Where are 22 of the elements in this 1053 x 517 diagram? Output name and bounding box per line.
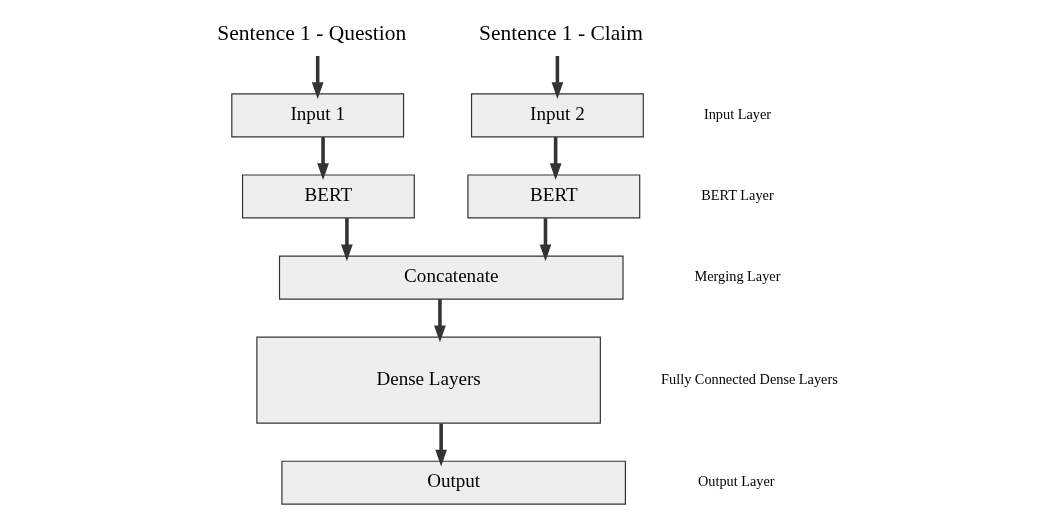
label: Input Layer [703,106,771,123]
label: BERT Layer [700,187,774,204]
node-text: Sentence 1 - Question [216,20,406,45]
arrow [549,137,561,181]
label: Output Layer [697,473,775,490]
arrow [311,56,324,99]
node-box: Dense Layers [255,336,601,424]
arrow [539,218,551,262]
node-box: Input 2 [470,93,644,138]
node-box: BERT [241,174,415,219]
label: Merging Layer [694,268,780,285]
arrow [551,56,563,99]
arrow [340,218,353,262]
node-box: Input 1 [230,93,404,138]
node-box: BERT [466,174,640,219]
node-text: Sentence 1 - Claim [478,20,643,45]
node-box: Output [280,460,626,505]
node-box: Concatenate [278,255,624,300]
label: Fully Connected Dense Layers [660,370,838,387]
arrow [433,299,446,343]
arrow [316,137,329,181]
arrow [434,423,447,467]
